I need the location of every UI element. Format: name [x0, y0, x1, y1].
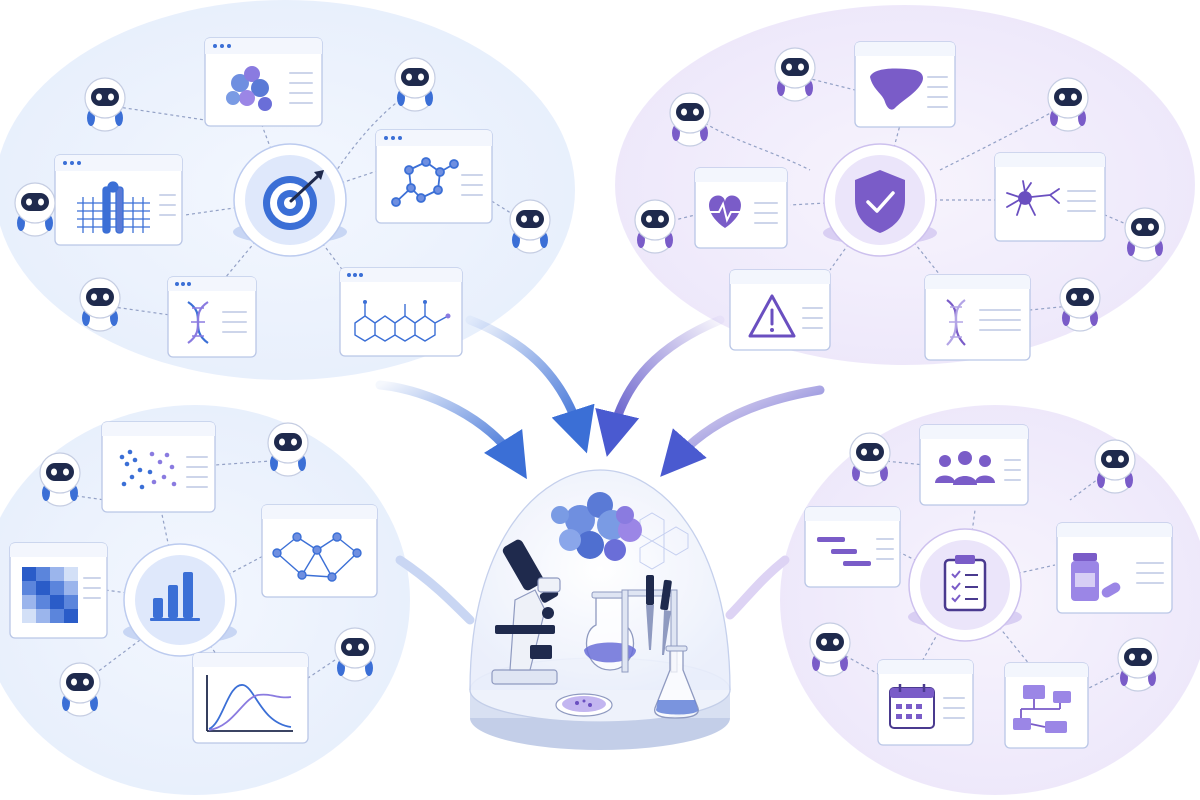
hub-target: [233, 143, 347, 257]
card-liver: [854, 41, 956, 128]
card-pill-bottle: [1056, 522, 1173, 614]
gantt-chart-icon: [817, 537, 871, 566]
agent-robot: [509, 199, 551, 254]
card-molecule-graph: [375, 129, 493, 224]
petri-dish-icon: [555, 693, 613, 717]
agent-robot: [79, 277, 121, 332]
card-line-curve-chart: [192, 652, 309, 744]
cluster-safety-evaluation: [634, 41, 1166, 361]
dna-helix-icon: [946, 299, 966, 346]
card-flowchart: [1004, 662, 1089, 749]
flow-link-data-analysis: [395, 555, 475, 625]
agent-robot: [634, 199, 676, 254]
cluster-target-discovery: [14, 37, 551, 358]
chemical-structure-icon: [354, 300, 451, 342]
card-heart-rate: [694, 167, 788, 249]
card-dna-helix-safety: [924, 274, 1031, 361]
agent-robot: [14, 182, 56, 237]
bar-chart-icon: [150, 572, 200, 621]
scatter-cluster-icon: [119, 449, 177, 490]
line-curve-chart-icon: [206, 675, 293, 732]
agent-robot: [1047, 77, 1089, 132]
card-neuron: [994, 152, 1106, 242]
card-membrane-receptor: [54, 154, 183, 246]
neuron-icon: [1006, 180, 1060, 216]
people-group-icon: [935, 451, 995, 485]
agent-robot: [394, 57, 436, 112]
agent-robot: [1117, 637, 1159, 692]
card-scatter-cluster: [101, 421, 216, 513]
agent-robot: [849, 432, 891, 487]
card-people-group: [919, 424, 1029, 506]
molecule-graph-icon: [391, 157, 459, 207]
card-chemical-structure: [339, 267, 463, 357]
flow-arrows: [375, 315, 825, 625]
agent-robot: [59, 662, 101, 717]
agent-robot: [1124, 207, 1166, 262]
pipette-icon: [621, 575, 678, 673]
agent-robot: [267, 422, 309, 477]
card-warning: [729, 269, 831, 351]
protein-molecule-icon: [551, 492, 642, 561]
agent-robot: [84, 77, 126, 132]
flow-link-clinical-trial: [725, 555, 790, 620]
hub-safety: [823, 143, 937, 257]
protein-structure-icon: [226, 66, 272, 111]
flowchart-icon: [1013, 685, 1071, 733]
cluster-clinical-trial-management: [804, 424, 1173, 749]
card-dna-helix: [167, 276, 257, 358]
hub-clinical-trial: [908, 528, 1022, 642]
agent-robot: [334, 627, 376, 682]
center-drug-discovery-lab: [469, 469, 731, 750]
microscope-icon: [491, 539, 561, 685]
pill-bottle-icon: [1071, 553, 1121, 601]
card-protein-structure: [204, 37, 323, 127]
shield-check-icon: [855, 170, 905, 233]
flow-arrow-safety-to-lab: [595, 315, 725, 457]
agent-robot: [1094, 439, 1136, 494]
agent-robot: [669, 92, 711, 147]
agent-robot: [39, 452, 81, 507]
card-network-graph: [261, 504, 378, 598]
warning-icon: [748, 294, 796, 338]
hub-data-analysis: [123, 543, 237, 657]
liver-icon: [870, 68, 923, 110]
network-graph-icon: [272, 532, 362, 582]
calendar-icon: [889, 684, 935, 729]
agent-robot: [774, 47, 816, 102]
card-calendar: [877, 659, 974, 746]
agent-robot: [809, 622, 851, 677]
target-icon: [263, 170, 324, 230]
erlenmeyer-flask-icon: [654, 645, 699, 719]
card-heatmap: [9, 542, 108, 639]
clipboard-checklist-icon: [943, 555, 987, 612]
flow-arrow-target-to-lab: [465, 315, 595, 454]
membrane-receptor-icon: [77, 181, 150, 234]
dna-helix-icon: [187, 301, 209, 344]
flow-arrow-safety-to-lab-2: [660, 385, 825, 477]
flow-arrow-target-to-lab-2: [375, 380, 527, 480]
heatmap-icon: [22, 567, 78, 623]
heart-rate-icon: [709, 195, 743, 228]
agent-robot: [1059, 277, 1101, 332]
card-gantt-chart: [804, 506, 901, 588]
cluster-data-analysis: [9, 421, 378, 744]
